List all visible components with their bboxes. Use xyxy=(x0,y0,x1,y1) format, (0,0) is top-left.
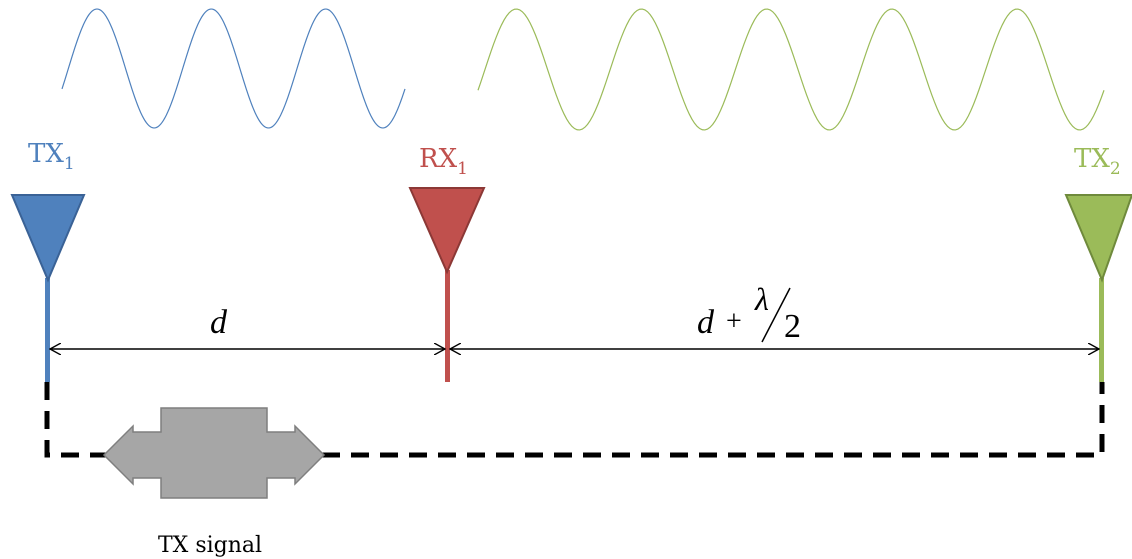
tx2-label-sub: 2 xyxy=(1110,159,1121,179)
tx1-label-main: TX xyxy=(28,139,64,169)
tx2-mast xyxy=(1099,278,1104,382)
rx1-label-sub: 1 xyxy=(457,159,468,179)
tx2-antenna xyxy=(1064,194,1132,382)
distance-label-right-lambda: λ xyxy=(754,281,769,317)
distance-label-right-plus: + xyxy=(726,306,742,337)
tx1-antenna-triangle xyxy=(10,194,86,283)
tx2-wave xyxy=(477,8,1105,131)
tx1-mast xyxy=(45,278,50,382)
tx1-label-sub: 1 xyxy=(64,154,75,174)
distance-label-right-two: 2 xyxy=(784,308,801,345)
distance-label-right: d + λ 2 xyxy=(697,281,801,345)
rx1-label: RX1 xyxy=(419,144,468,179)
tx1-label: TX1 xyxy=(28,139,75,174)
rx1-mast xyxy=(445,270,450,382)
tx-signal-splitter-block xyxy=(102,407,326,499)
fraction-slash xyxy=(761,287,791,343)
rx1-antenna-triangle xyxy=(408,187,486,275)
distance-label-right-d: d xyxy=(697,304,715,341)
tx-signal-caption: TX signal xyxy=(158,533,262,558)
rx1-label-main: RX xyxy=(419,144,458,174)
dashed-feed-line xyxy=(44,382,1105,458)
tx1-wave xyxy=(61,8,406,129)
distance-label-left: d xyxy=(210,304,228,341)
tx2-label-main: TX xyxy=(1074,144,1110,174)
tx1-antenna xyxy=(10,194,86,382)
rx1-antenna xyxy=(408,187,486,382)
tx2-antenna-triangle xyxy=(1064,194,1132,283)
tx2-label: TX2 xyxy=(1074,144,1121,179)
